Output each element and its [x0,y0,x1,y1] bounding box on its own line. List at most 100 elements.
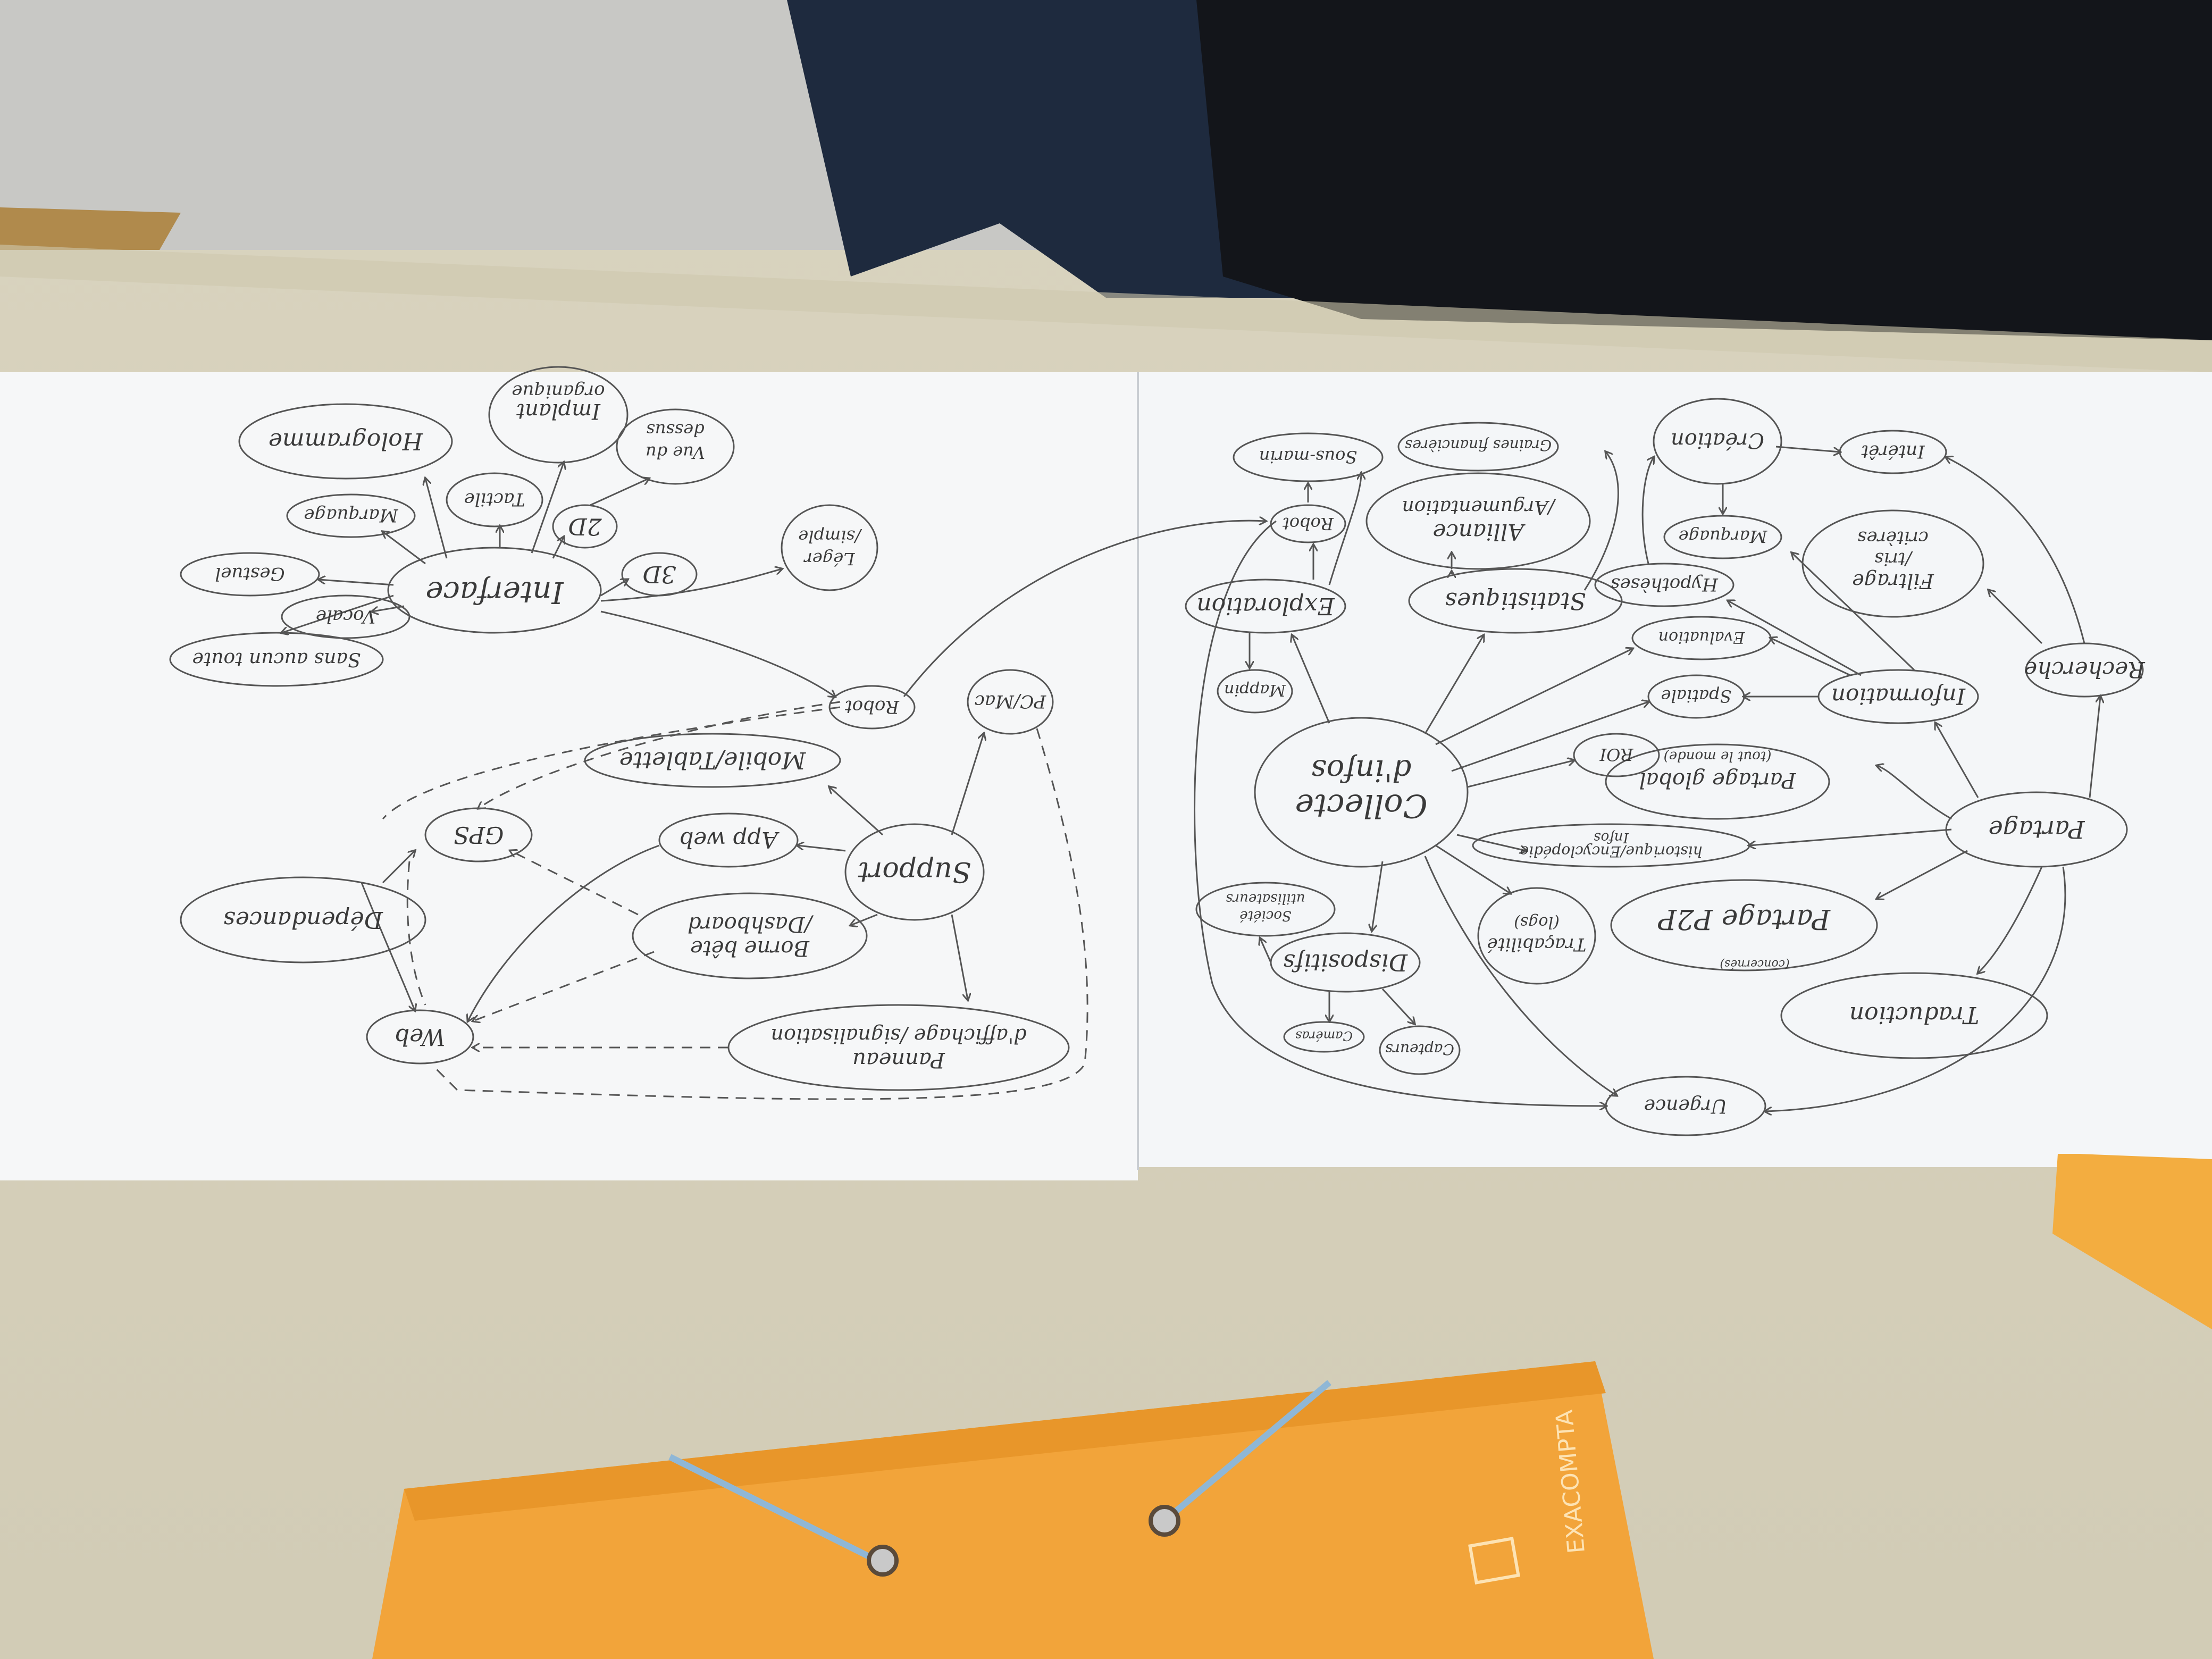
edge [1771,638,1851,676]
edge [1424,635,1484,734]
label-societe: Société [1239,908,1292,924]
label-partage-global-sub: (tout le monde) [1664,748,1772,764]
label-tactile: Tactile [464,489,525,510]
edge [600,580,627,597]
label-urgence: Urgence [1644,1095,1728,1117]
orange-folder-corner [2052,1154,2212,1329]
label-gps: GPS [454,821,504,848]
node-robot-left [828,685,916,730]
node-marquage [286,493,416,538]
label-leger: Léger [803,549,856,569]
edge [1877,850,1968,899]
label-marquage: Marquage [304,505,398,526]
edge-dashed [435,728,1088,1100]
node-vocale [281,594,410,639]
edge [1749,828,1952,845]
desk-edge [0,245,2212,372]
node-exploration [1185,579,1346,634]
chair-wood [0,207,181,250]
label-web: Web [395,1023,446,1050]
label-tracabilite-2: (logs) [1514,913,1560,932]
label-cameras: Caméras [1295,1028,1353,1043]
node-roi [1573,733,1660,777]
edge [1381,988,1414,1024]
label-sous-marin: Sous-marin [1259,447,1358,467]
label-organique: organique [512,381,605,402]
edge [1451,702,1648,772]
edge [1641,457,1654,564]
label-borne-2: /Dashboard [688,912,814,936]
edge [383,532,426,565]
edge [1435,649,1632,745]
edge [1424,856,1616,1095]
label-exploration: Exploration [1196,592,1335,619]
node-mappin [1217,669,1293,714]
label-partage-global: Partage global [1639,768,1797,792]
edge-dashed [473,951,655,1021]
label-creation: Création [1671,428,1764,453]
label-gestuel: Gestuel [215,563,284,584]
node-tracabilite [1477,887,1596,985]
node-hologramme [238,403,453,480]
edge [1372,861,1384,931]
node-sous-marin [1233,432,1384,482]
node-hypotheses [1594,563,1735,607]
left-paper-sheet [0,372,1138,1180]
edge [851,914,878,925]
node-2d [552,504,618,549]
node-cameras [1283,1021,1365,1053]
edge [600,610,835,697]
label-roi: ROI [1599,744,1633,765]
label-spatiale: Spatiale [1661,686,1732,706]
edge [1728,601,1862,676]
edge [1765,866,2066,1111]
label-collecte-2: d'infos [1311,753,1411,787]
edge-dashed [479,701,841,808]
label-mappin: Mappin [1224,681,1286,699]
label-interet: Intérêt [1861,441,1925,462]
edge [903,521,1266,697]
edge [1775,446,1840,452]
label-infos-hist-1: Infos [1594,830,1629,845]
label-app-web: App web [679,827,780,853]
label-evaluation: Evaluation [1658,628,1746,647]
label-robot: Robot [845,696,900,717]
edge-dashed [406,861,426,1006]
label-robot: Robot [1283,514,1334,534]
edge [425,479,448,559]
folder-elastic [1162,1380,1331,1523]
node-gestuel [180,552,320,597]
label-pc-mac: PC/Mac [975,691,1046,712]
label-simple: /simple [798,526,862,547]
right-mindmap [1185,398,2144,1136]
node-web [366,1009,474,1065]
edge [600,569,782,602]
folder-eyelet [1149,1505,1180,1537]
node-statistiques [1408,568,1623,634]
label-3d: 3D [642,560,676,588]
node-graine [1397,422,1559,472]
label-filtrage-1: Filtrage [1852,569,1934,593]
node-capteurs [1379,1025,1461,1075]
node-dependances [180,876,426,963]
edge [1583,452,1619,591]
label-utilisateurs: utilisateurs [1226,891,1305,907]
label-2d: 2D [568,513,602,540]
folder-logo [1468,1537,1520,1585]
edge [382,851,415,884]
label-collecte-1: Collecte [1295,787,1427,824]
label-mobile: Mobile/Tablette [619,747,807,774]
edge [361,882,415,1010]
label-interface: Interface [425,575,564,609]
person-dark-clothing [1196,0,2212,340]
node-app-web [658,812,799,868]
edge [1792,553,1915,671]
edge [552,537,564,559]
right-mindmap-labels: Sous-marin Robot Exploration Mappin Grai… [1196,428,2145,1117]
label-hypotheses: Hypothèses [1611,574,1719,595]
left-mindmap-labels: Interface Sans aucun toute Vocale Gestue… [192,381,1047,1072]
edge [1877,766,1952,820]
folder-elastic [668,1454,884,1566]
label-dispositifs: Dispositifs [1283,949,1408,976]
label-dependances: Dépendances [223,906,383,933]
